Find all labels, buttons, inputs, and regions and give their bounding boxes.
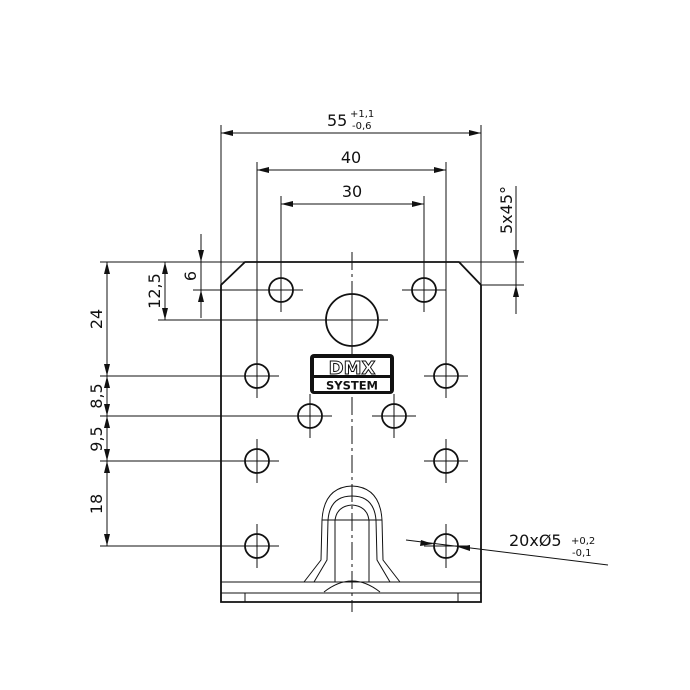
- dimension-labels: 55 +1,1 -0,6 40 30 5x45° 6 12,5 24 8,5 9…: [87, 109, 595, 559]
- dim-overall-tol-upper: +1,1: [350, 109, 374, 120]
- dimension-lines: [104, 130, 609, 566]
- dim-hole-callout: 20xØ5: [509, 531, 562, 550]
- dim-chamfer: 5x45°: [497, 186, 516, 234]
- dim-overall-width: 55: [327, 111, 347, 130]
- dim-12-5: 12,5: [145, 273, 164, 309]
- dim-40: 40: [341, 148, 361, 167]
- dim-9-5: 9,5: [87, 426, 106, 451]
- fastener-hole: [372, 394, 416, 438]
- dim-18: 18: [87, 494, 106, 514]
- dim-hole-tol-lower: -0,1: [572, 548, 592, 559]
- dim-30: 30: [342, 182, 362, 201]
- dmx-system-logo: DMX SYSTEM: [310, 354, 394, 394]
- dim-overall-tol-lower: -0,6: [352, 121, 372, 132]
- logo-system: SYSTEM: [326, 379, 378, 393]
- fastener-hole: [424, 439, 468, 483]
- dim-8-5: 8,5: [87, 383, 106, 408]
- dim-hole-tol-upper: +0,2: [571, 536, 595, 547]
- dim-24: 24: [87, 309, 106, 329]
- plate-outline: [220, 261, 482, 603]
- logo-dmx: DMX: [329, 358, 376, 379]
- fastener-hole: [424, 524, 468, 568]
- dim-6: 6: [181, 271, 200, 281]
- extension-lines: [100, 125, 524, 547]
